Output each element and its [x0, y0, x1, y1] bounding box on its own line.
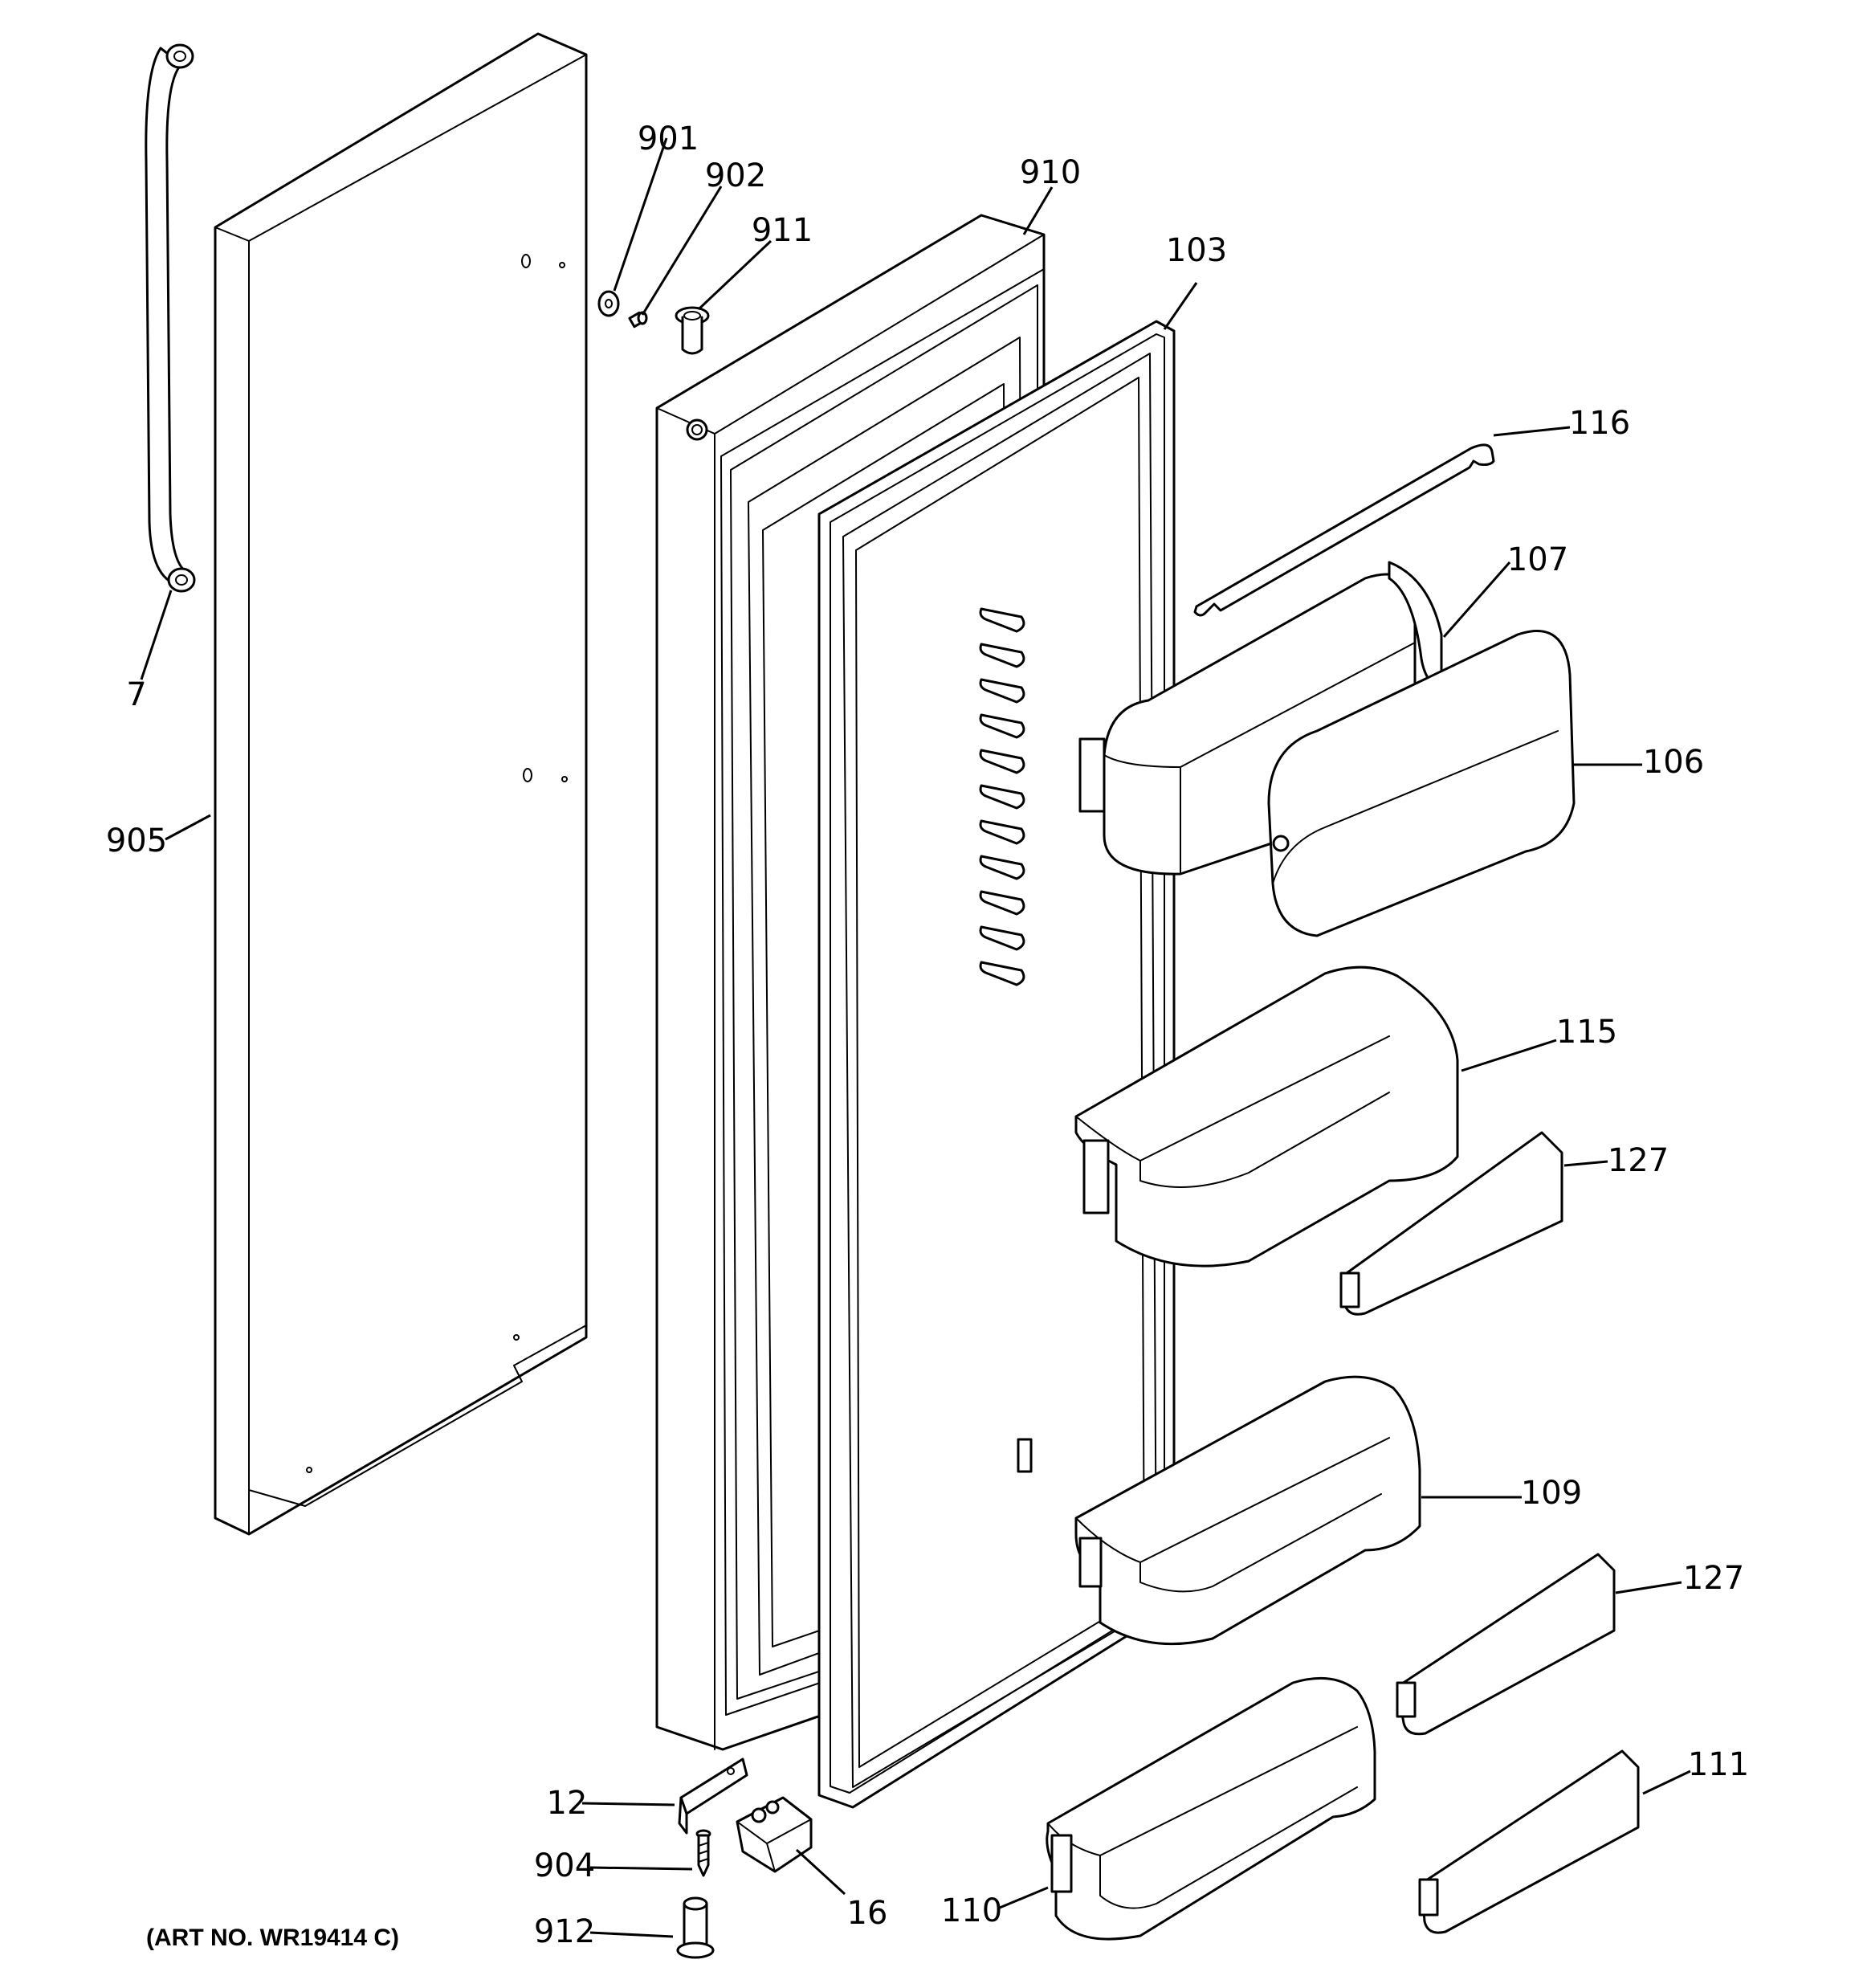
callout-109: 109 — [1521, 1475, 1582, 1512]
part-912-bushing — [676, 1896, 715, 1959]
callout-16: 16 — [847, 1895, 888, 1932]
callout-904: 904 — [534, 1847, 595, 1884]
callout-911: 911 — [752, 212, 813, 249]
callout-902: 902 — [705, 157, 766, 194]
callout-111: 111 — [1688, 1746, 1749, 1783]
part-911-bushing — [675, 306, 710, 355]
callout-905: 905 — [106, 823, 167, 859]
callout-912: 912 — [534, 1913, 595, 1950]
callout-127-lower: 127 — [1683, 1560, 1744, 1597]
callout-110: 110 — [941, 1892, 1002, 1929]
part-116-bar — [1193, 443, 1495, 617]
part-127b-retainer — [1396, 1553, 1616, 1736]
part-111-retainer — [1418, 1749, 1640, 1934]
part-904-screw — [695, 1829, 711, 1877]
callout-12: 12 — [547, 1785, 588, 1822]
callout-910: 910 — [1020, 154, 1081, 191]
part-127a-retainer — [1339, 1131, 1563, 1316]
callout-106: 106 — [1643, 744, 1704, 781]
part-7-handle — [145, 43, 196, 593]
callout-115: 115 — [1556, 1014, 1617, 1051]
part-110-bin — [1046, 1676, 1376, 1941]
part-16-bracket — [736, 1796, 813, 1873]
callout-103: 103 — [1166, 232, 1227, 269]
callout-107: 107 — [1507, 541, 1568, 578]
liner-rack-stops — [979, 607, 1033, 1473]
part-12-bracket — [678, 1757, 748, 1835]
leader-lines — [140, 137, 1691, 1938]
callout-7: 7 — [126, 676, 146, 713]
part-901-washer — [597, 290, 620, 317]
part-106-bin-cover — [1267, 630, 1576, 937]
part-902-screw — [628, 311, 648, 329]
part-103-gasket — [817, 320, 1176, 1809]
callout-127-upper: 127 — [1608, 1142, 1669, 1179]
callout-901: 901 — [638, 120, 699, 157]
part-905-door-panel — [214, 32, 588, 1536]
callout-116: 116 — [1569, 405, 1630, 442]
art-number: (ART NO. WR19414 C) — [146, 1925, 399, 1951]
part-115-bin — [1074, 965, 1459, 1268]
part-109-bin — [1074, 1375, 1421, 1646]
